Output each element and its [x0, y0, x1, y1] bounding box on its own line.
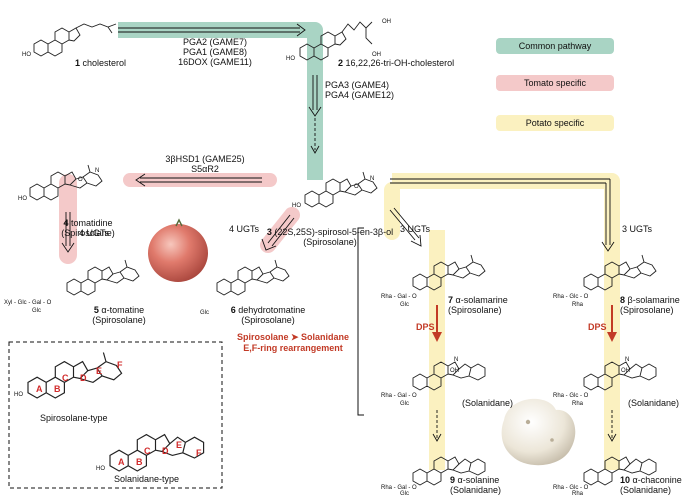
dashed-arrows-to-glycoalkaloids: [432, 410, 617, 442]
atom-n: N: [625, 357, 630, 363]
atom-n: N: [370, 176, 375, 182]
inset-ho-label: HO: [96, 466, 105, 472]
atom-oh: OH: [621, 368, 630, 374]
rearrangement-label-line1: Spirosolane ➤ Solanidane: [236, 332, 350, 342]
atom-o: O: [354, 184, 359, 190]
atom-n: N: [95, 168, 100, 174]
enzyme-label-s5ar2: S5αR2: [191, 164, 219, 174]
arrow-3-to-7: [389, 207, 422, 247]
compound-6-sugar: Glc: [200, 310, 209, 316]
enzyme-label-dps-1: DPS: [416, 322, 435, 332]
enzyme-label-pga3: PGA3 (GAME4): [325, 80, 390, 90]
legend-potato-specific: Potato specific: [496, 115, 614, 131]
enzyme-label-4-ugts-tomatine: 4 UGTs: [79, 228, 110, 238]
structure-intermediate-1: [412, 361, 486, 391]
inset-box: [8, 341, 223, 489]
arrow-3-to-8: [390, 178, 615, 252]
atom-oh: OH: [450, 368, 459, 374]
dps-arrows: [432, 305, 617, 342]
compound-10-label: 10 α-chaconine(Solanidane): [620, 475, 682, 495]
compound-10-sugar-branch: Rha: [572, 491, 584, 497]
arrow-3-to-4: [135, 173, 262, 187]
arrow-2-to-3: [308, 75, 322, 154]
rearrangement-bracket: [357, 227, 364, 416]
legend-tomato-specific: Tomato specific: [496, 75, 614, 91]
atom-o: O: [78, 177, 83, 183]
compound-1-label: 1 cholesterol: [75, 58, 127, 68]
atom-ho: HO: [22, 52, 31, 58]
structure-5: [66, 259, 140, 296]
intermediate-2-sugar: Rha - Glc - O: [553, 393, 589, 399]
atom-n: N: [454, 357, 459, 363]
inset-ring-c-2: C: [144, 446, 151, 456]
intermediate-2-sugar-branch: Rha: [572, 401, 584, 407]
inset-ring-b-2: B: [136, 457, 143, 467]
inset-ring-e-2: E: [176, 440, 183, 450]
compound-8-label: 8 β-solamarine(Spirosolane): [620, 295, 680, 315]
compound-7-sugar: Rha - Gal - O: [381, 294, 417, 300]
inset-ring-f: F: [117, 360, 123, 370]
inset-spirosolane-label: Spirosolane-type: [40, 413, 108, 423]
inset-ring-f-2: F: [196, 448, 202, 458]
arrow-4-to-5: [61, 212, 75, 253]
compound-10-sugar: Rha - Glc - O: [553, 485, 589, 491]
intermediate-1-sugar: Rha - Gal - O: [381, 393, 417, 399]
inset-ring-d: D: [80, 373, 87, 383]
compound-8-sugar: Rha - Glc - O: [553, 294, 589, 300]
arrow-3-to-6: [261, 214, 295, 251]
inset-ring-a-2: A: [118, 457, 125, 467]
legend-common-pathway: Common pathway: [496, 38, 614, 54]
inset-solanidane-label: Solanidane-type: [114, 474, 180, 484]
compound-6-label: 6 dehydrotomatine(Spirosolane): [230, 305, 306, 325]
compound-5-sugar-branch: Glc: [32, 308, 41, 314]
atom-ho: HO: [18, 196, 27, 202]
inset-ring-c: C: [62, 373, 69, 383]
atom-ho: HO: [292, 203, 301, 209]
compound-4-label: 4 tomatidine(Spirosolane): [61, 218, 115, 238]
atom-oh: OH: [382, 19, 391, 25]
compound-8-sugar-branch: Rha: [572, 302, 584, 308]
enzyme-label-pga1: PGA1 (GAME8): [182, 47, 247, 57]
rearrangement-label-line2: E,F-ring rearrangement: [243, 343, 343, 353]
enzyme-label-dps-2: DPS: [588, 322, 607, 332]
compound-9-label: 9 α-solanine(Solanidane): [450, 475, 502, 495]
structure-6: [216, 259, 290, 296]
tomato-pathway-band: [59, 173, 300, 264]
inset-ring-b: B: [54, 384, 61, 394]
compound-9-sugar-branch: Glc: [400, 491, 409, 497]
compound-9-sugar: Rha - Gal - O: [381, 485, 417, 491]
compound-7-label: 7 α-solamarine(Spirosolane): [448, 295, 508, 315]
tomato-image: [148, 218, 208, 282]
enzyme-label-16dox: 16DOX (GAME11): [178, 57, 252, 67]
structure-1: [33, 23, 117, 57]
inset-ring-a: A: [36, 384, 43, 394]
intermediate-1-label: (Solanidane): [462, 398, 514, 408]
enzyme-label-pga4: PGA4 (GAME12): [325, 90, 395, 100]
potato-image: [501, 398, 576, 466]
enzyme-label-3bhsd1: 3βHSD1 (GAME25): [165, 154, 245, 164]
intermediate-1-sugar-branch: Glc: [400, 401, 409, 407]
inset-ring-d-2: D: [162, 446, 169, 456]
enzyme-label-3-ugts-solamarine-b: 3 UGTs: [622, 224, 653, 234]
compound-5-label: 5 α-tomatine(Spirosolane): [92, 305, 146, 325]
compound-2-label: 2 16,22,26-tri-OH-cholesterol: [338, 58, 455, 68]
compound-3-label: 3 (22S,25S)-spirosol-5-en-3β-ol(Spirosol…: [266, 227, 394, 247]
arrow-1-to-2: [118, 23, 306, 37]
inset-ho-label: HO: [14, 392, 23, 398]
structure-2: [299, 21, 373, 61]
inset-ring-e: E: [96, 366, 103, 376]
atom-oh: OH: [372, 52, 381, 58]
enzyme-label-4-ugts-dehydrotomatine: 4 UGTs: [229, 224, 260, 234]
atom-ho: HO: [286, 56, 295, 62]
compound-5-sugar: Xyl - Glc - Gal - O: [4, 300, 52, 306]
structure-7: [412, 254, 486, 291]
enzyme-label-pga2: PGA2 (GAME7): [182, 37, 247, 47]
intermediate-2-label: (Solanidane): [628, 398, 680, 408]
compound-7-sugar-branch: Glc: [400, 302, 409, 308]
enzyme-label-3-ugts-solamarine-a: 3 UGTs: [400, 224, 431, 234]
